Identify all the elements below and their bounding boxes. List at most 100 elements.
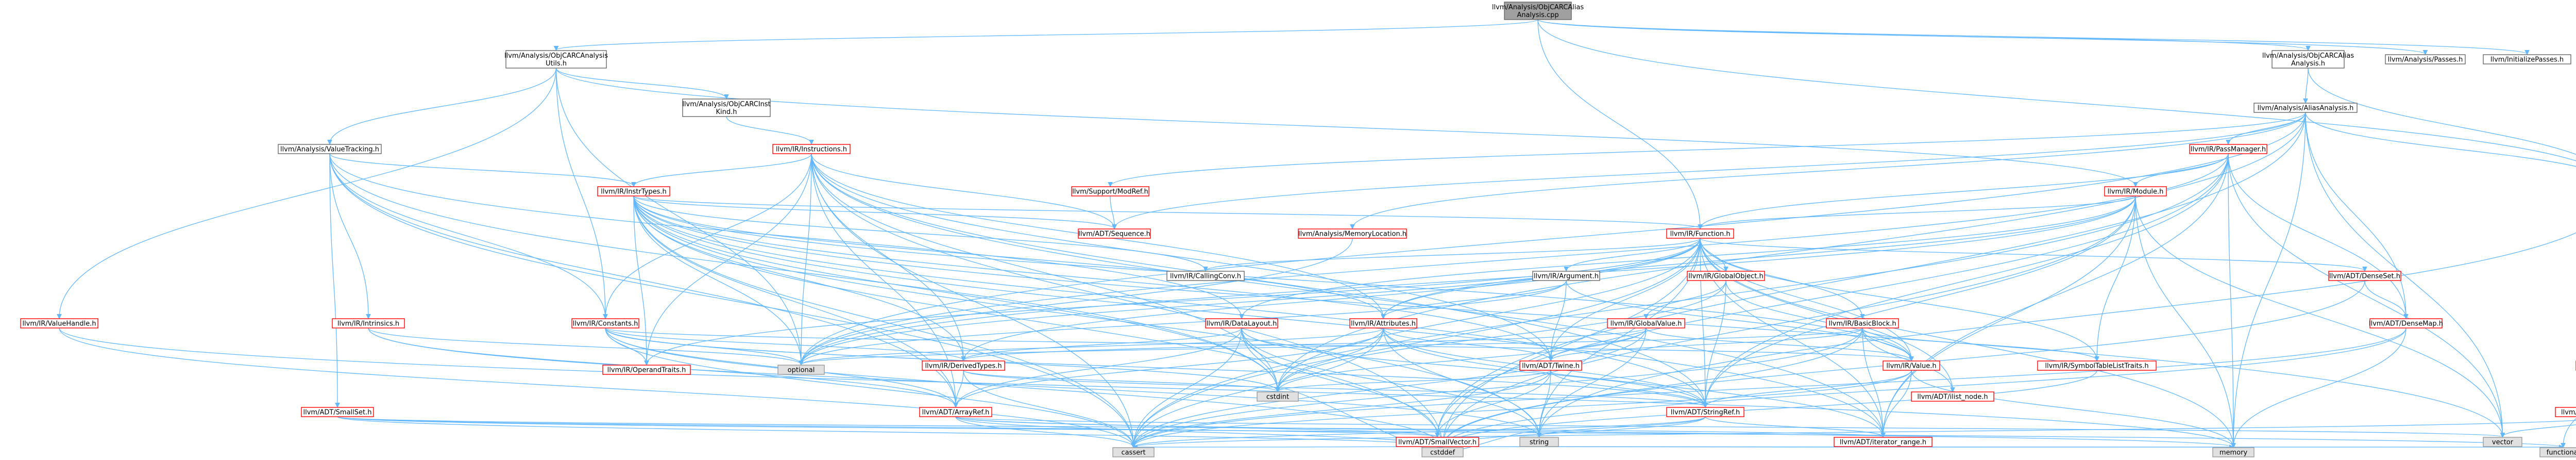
node-box	[602, 365, 691, 375]
node-label: llvm/ADT/ArrayRef.h	[922, 409, 990, 417]
node-box	[1519, 437, 1559, 447]
node-sequence[interactable]: llvm/ADT/Sequence.h	[1078, 228, 1151, 239]
node-optional[interactable]: optional	[777, 365, 825, 375]
node-global-value[interactable]: llvm/IR/GlobalValue.h	[1607, 318, 1685, 328]
edge-value-tracking-to-inst-types	[329, 153, 634, 186]
node-iterator-range[interactable]: llvm/ADT/iterator_range.h	[1834, 437, 1933, 447]
node-cstddef[interactable]: cstddef	[1421, 447, 1464, 457]
node-string-ref[interactable]: llvm/ADT/StringRef.h	[1666, 407, 1744, 417]
edge-data-layout-to-cstdint	[1241, 327, 1278, 391]
node-dense-set[interactable]: llvm/ADT/DenseSet.h	[2328, 271, 2401, 281]
node-basic-block[interactable]: llvm/IR/BasicBlock.h	[1826, 318, 1899, 328]
node-label: llvm/IR/Attributes.h	[1351, 320, 1416, 328]
edge-objcarc-aa-to-pass	[2308, 68, 2576, 155]
node-value-tracking[interactable]: llvm/Analysis/ValueTracking.h	[278, 144, 382, 154]
node-pass-manager[interactable]: llvm/IR/PassManager.h	[2189, 144, 2267, 154]
node-box	[2555, 407, 2576, 417]
node-label: llvm/IR/GlobalValue.h	[1611, 320, 1682, 328]
edge-value-to-cassert	[1133, 370, 1912, 447]
edge-pass-manager-to-iterator-range	[1883, 153, 2229, 437]
node-ilist-node[interactable]: llvm/ADT/ilist_node.h	[1911, 391, 1994, 402]
node-box	[505, 50, 607, 69]
node-vector[interactable]: vector	[2483, 437, 2522, 447]
node-global-object[interactable]: llvm/IR/GlobalObject.h	[1687, 271, 1765, 281]
node-passes[interactable]: llvm/Analysis/Passes.h	[2385, 54, 2466, 64]
node-box	[571, 318, 639, 328]
edge-pass-analysis-support-to-vector	[2503, 424, 2576, 437]
node-operand-traits[interactable]: llvm/IR/OperandTraits.h	[602, 365, 691, 375]
node-dense-map[interactable]: llvm/ADT/DenseMap.h	[2369, 318, 2443, 328]
edge-pass-manager-to-memory	[2228, 153, 2233, 447]
edge-value-tracking-to-cassert	[329, 153, 1133, 447]
edge-inst-types-to-optional	[633, 195, 801, 365]
node-intrinsics[interactable]: llvm/IR/Intrinsics.h	[332, 318, 405, 328]
edge-objcarc-util-to-value-tracking	[330, 68, 557, 144]
edge-function-to-cstdint	[1278, 238, 1701, 391]
node-alias[interactable]: llvm/Analysis/AliasAnalysis.h	[2253, 103, 2358, 113]
edge-attributes-to-iterator-range	[1383, 327, 1883, 437]
node-inst-types[interactable]: llvm/IR/InstrTypes.h	[597, 186, 670, 196]
edge-basic-block-to-iterator-range	[1862, 327, 1883, 437]
edge-dense-map-to-cstddef	[1443, 327, 2406, 447]
node-argument[interactable]: llvm/IR/Argument.h	[1532, 271, 1600, 281]
edge-module-to-function	[1700, 195, 2136, 228]
node-twine[interactable]: llvm/ADT/Twine.h	[1519, 360, 1582, 371]
node-constants[interactable]: llvm/IR/Constants.h	[571, 318, 639, 328]
node-memory[interactable]: memory	[2212, 447, 2255, 457]
edge-data-layout-to-array-ref	[956, 327, 1242, 407]
node-value[interactable]: llvm/IR/Value.h	[1883, 360, 1940, 371]
node-init-passes[interactable]: llvm/InitializePasses.h	[2483, 54, 2571, 64]
edge-inst-types-to-cstddef	[633, 195, 1443, 447]
edge-pass-manager-to-optional	[801, 153, 2229, 365]
node-instructions[interactable]: llvm/IR/Instructions.h	[772, 144, 851, 154]
node-box	[777, 365, 825, 375]
node-string[interactable]: string	[1519, 437, 1559, 447]
edge-pass-manager-to-function	[1700, 153, 2229, 228]
node-function[interactable]: llvm/IR/Function.h	[1666, 228, 1734, 239]
node-small-set[interactable]: llvm/ADT/SmallSet.h	[301, 407, 374, 417]
edge-string-ref-to-cassert	[1133, 416, 1706, 447]
node-label: functional	[2547, 449, 2576, 457]
edge-instructions-to-cassert	[811, 153, 1133, 447]
node-module[interactable]: llvm/IR/Module.h	[2104, 186, 2167, 196]
edge-attributes-to-cstdint	[1278, 327, 1384, 391]
node-label: llvm/IR/BasicBlock.h	[1828, 320, 1896, 328]
node-box	[2253, 103, 2358, 113]
edge-pass-manager-to-string-ref	[1705, 153, 2229, 407]
node-value-handle[interactable]: llvm/IR/ValueHandle.h	[20, 318, 98, 328]
node-mem-loc[interactable]: llvm/Analysis/MemoryLocation.h	[1298, 228, 1407, 239]
edge-basic-block-to-value	[1862, 327, 1911, 360]
node-pass-analysis-support[interactable]: llvm/PassAnalysisSupport.h	[2555, 407, 2576, 417]
edge-function-to-operand-traits	[647, 238, 1701, 365]
node-box	[1112, 447, 1155, 457]
node-cstdint[interactable]: cstdint	[1257, 391, 1299, 402]
edge-basic-block-to-symtab	[1862, 327, 2097, 360]
node-modref[interactable]: llvm/Support/ModRef.h	[1071, 186, 1149, 196]
node-label: llvm/ADT/StringRef.h	[1671, 409, 1740, 417]
node-functional[interactable]: functional	[2539, 447, 2576, 457]
edge-small-set-to-cstddef	[337, 416, 1443, 447]
node-small-vector[interactable]: llvm/ADT/SmallVector.h	[1396, 437, 1479, 447]
node-array-ref[interactable]: llvm/ADT/ArrayRef.h	[919, 407, 992, 417]
node-calling-conv[interactable]: llvm/IR/CallingConv.h	[1166, 271, 1245, 281]
edge-array-ref-to-memory	[955, 416, 2233, 447]
edge-twine-to-cstdint	[1278, 370, 1551, 391]
edge-array-ref-to-cassert	[955, 416, 1133, 447]
node-box	[1166, 271, 1245, 281]
node-attributes[interactable]: llvm/IR/Attributes.h	[1349, 318, 1417, 328]
node-symtab[interactable]: llvm/IR/SymbolTableListTraits.h	[2037, 360, 2157, 371]
node-cassert[interactable]: cassert	[1112, 447, 1155, 457]
edge-basic-block-to-ilist-node	[1862, 327, 1953, 391]
edge-global-value-to-string	[1539, 327, 1647, 437]
node-box	[682, 98, 771, 117]
node-data-layout[interactable]: llvm/IR/DataLayout.h	[1205, 318, 1278, 328]
edge-mem-loc-to-optional	[801, 238, 1353, 365]
node-derived-types[interactable]: llvm/IR/DerivedTypes.h	[922, 360, 1005, 371]
edge-inst-types-to-vector	[633, 195, 2503, 437]
node-box	[1911, 391, 1994, 402]
node-label: llvm/IR/Value.h	[1886, 363, 1936, 370]
